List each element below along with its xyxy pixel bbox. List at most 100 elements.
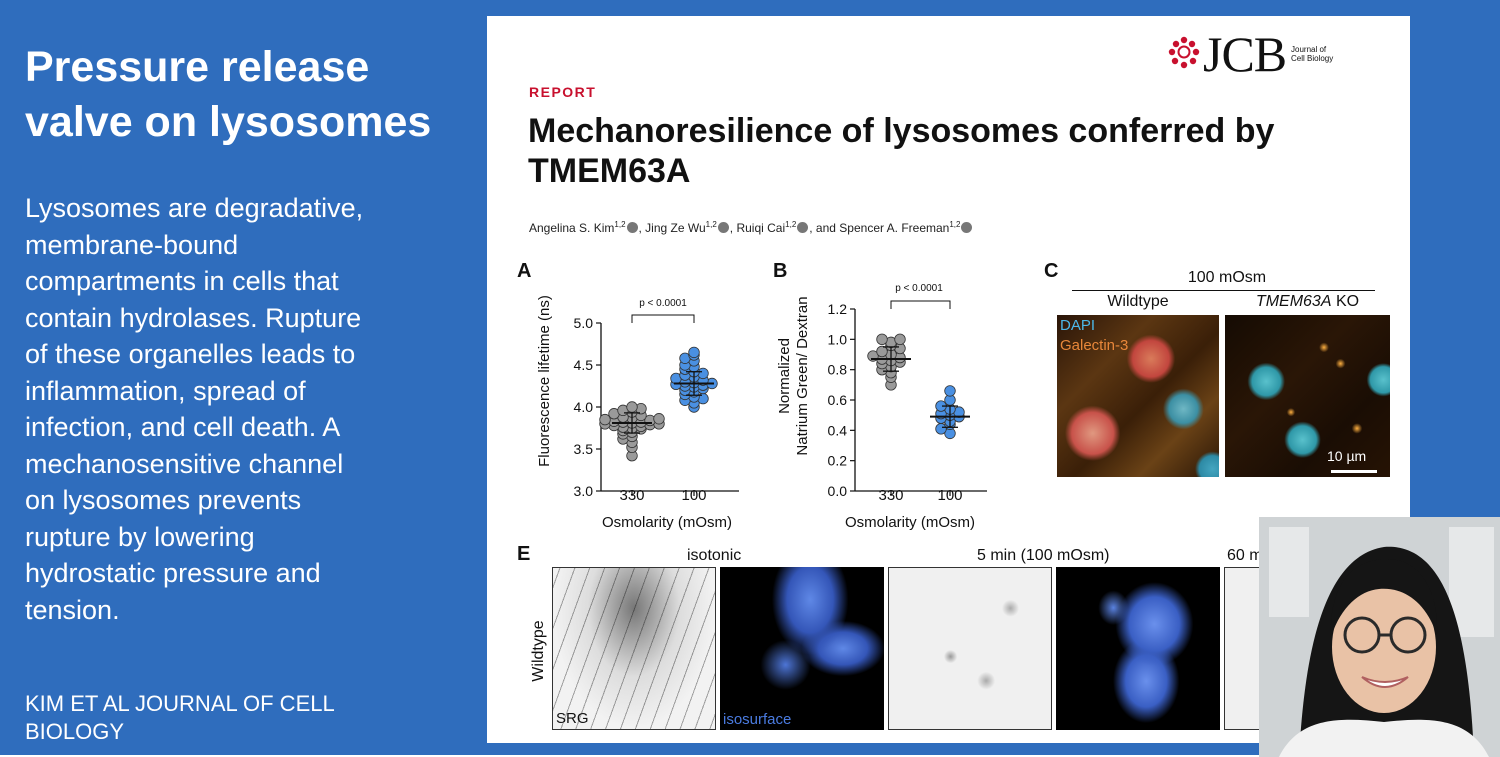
paper-page: JCB Journal of Cell Biology REPORT Mecha…: [487, 16, 1410, 743]
data-point: [626, 401, 638, 413]
condition-label: 60 m: [1227, 547, 1263, 564]
slide-body: Lysosomes are degradative, membrane-boun…: [25, 190, 445, 628]
legend-dapi: DAPI: [1060, 317, 1096, 334]
body-line: of these organelles leads to: [25, 339, 356, 369]
p-value-annotation: p < 0.0001: [639, 298, 687, 309]
author-affiliation: 1,2: [705, 220, 717, 229]
x-tick-label: 100: [681, 487, 706, 504]
webcam-video-feed: [1259, 517, 1500, 757]
body-line: rupture by lowering: [25, 521, 255, 552]
author-name: , Ruiqi Cai: [729, 221, 786, 235]
panel-c-column-wildtype: Wildtype: [1107, 293, 1169, 310]
author-name: , Jing Ze Wu: [638, 221, 706, 235]
y-tick-label: 5.0: [574, 315, 594, 331]
significance-bracket: [631, 314, 695, 323]
jcb-logo: JCB Journal of Cell Biology: [1167, 26, 1347, 82]
condition-label: 5 min (100 mOsm): [977, 547, 1110, 564]
micrograph-srg-5min: [888, 567, 1052, 730]
ko-suffix: KO: [1331, 293, 1360, 310]
y-axis-label: Natrium Green/ Dextran: [794, 296, 811, 455]
body-line: hydrostatic pressure and: [25, 558, 321, 588]
orcid-icon: [961, 222, 973, 233]
scalebar-label: 10 µm: [1327, 448, 1367, 464]
journal-subtitle-line: Journal of: [1291, 45, 1327, 54]
author-affiliation: 1,2: [949, 220, 961, 229]
slide-title-line: Pressure release: [25, 43, 370, 91]
data-point: [876, 345, 888, 358]
isosurface-isotonic: isosurface: [720, 567, 884, 730]
author-list: Angelina S. Kim1,2, Jing Ze Wu1,2, Ruiqi…: [529, 220, 973, 235]
x-tick-label: 330: [878, 487, 903, 504]
panel-letter-b: B: [773, 260, 788, 282]
isosurface-5min: [1056, 567, 1220, 730]
y-tick-label: 1.0: [828, 331, 848, 347]
panel-c-column-ko: TMEM63A KO: [1225, 293, 1390, 311]
chart-panel-b: Normalized Natrium Green/ Dextran 0.0 0.2…: [776, 283, 987, 531]
y-tick-label: 4.5: [574, 357, 594, 373]
y-tick-label: 0.4: [828, 422, 848, 438]
gene-name: TMEM63A: [1255, 293, 1332, 310]
y-tick-label: 0.2: [828, 453, 848, 469]
data-point: [688, 346, 700, 359]
citation-line: BIOLOGY: [25, 719, 125, 744]
body-line: tension.: [25, 594, 120, 625]
isosurface-label: isosurface: [723, 711, 792, 728]
data-point: [876, 333, 888, 346]
significance-bracket: [890, 300, 951, 309]
srg-label: SRG: [556, 710, 589, 727]
plot-area: 0.00.20.40.60.81.01.2: [828, 300, 987, 499]
y-tick-label: 0.0: [828, 483, 848, 499]
data-point: [599, 413, 611, 426]
author-affiliation: 1,2: [785, 220, 797, 229]
scalebar: [1331, 470, 1377, 473]
data-point: [944, 385, 956, 397]
article-type-label: REPORT: [529, 84, 597, 100]
author-name: Angelina S. Kim: [529, 221, 615, 235]
micrograph-srg-isotonic: SRG: [552, 567, 716, 730]
legend-galectin: Galectin-3: [1060, 337, 1129, 354]
y-tick-label: 3.0: [574, 483, 594, 499]
panel-letter-e: E: [517, 543, 531, 565]
body-line: mechanosensitive channel: [25, 448, 344, 479]
x-axis-label: Osmolarity (mOsm): [602, 514, 732, 531]
y-tick-label: 0.6: [828, 392, 848, 408]
paper-title-line: Mechanoresilience of lysosomes conferred…: [528, 112, 1275, 150]
slide-title: Pressure release valve on lysosomes: [25, 40, 465, 150]
body-line: on lysosomes prevents: [25, 485, 302, 515]
jcb-emblem-icon: [1168, 36, 1200, 69]
y-tick-label: 4.0: [574, 399, 594, 415]
data-point: [894, 333, 906, 346]
orcid-icon: [797, 222, 809, 233]
y-axis-label: Fluorescence lifetime (ns): [536, 295, 553, 467]
p-value-annotation: p < 0.0001: [895, 283, 943, 294]
slide-citation: KIM ET AL JOURNAL OF CELL BIOLOGY: [25, 690, 405, 746]
x-tick-label: 100: [937, 487, 962, 504]
orcid-icon: [717, 222, 729, 233]
body-line: membrane-bound: [25, 229, 239, 260]
paper-title: Mechanoresilience of lysosomes conferred…: [528, 111, 1288, 191]
slide-title-line: valve on lysosomes: [25, 98, 432, 146]
x-axis-label: Osmolarity (mOsm): [845, 514, 975, 531]
panel-c-header: 100 mOsm: [1187, 269, 1267, 286]
y-axis-label: Normalized: [776, 338, 793, 414]
row-label: Wildtype: [530, 620, 547, 682]
panel-c-header-rule: [1072, 290, 1375, 291]
x-tick-label: 330: [619, 487, 644, 504]
presenter-video-icon: [1259, 517, 1500, 757]
jcb-letters: JCB: [1203, 26, 1287, 82]
data-point: [653, 413, 665, 425]
plot-area: 3.03.54.04.55.0: [574, 314, 739, 499]
body-line: contain hydrolases. Rupture: [25, 302, 362, 333]
author-affiliation: 1,2: [614, 220, 626, 229]
body-line: Lysosomes are degradative,: [25, 193, 364, 223]
micrograph-wildtype: DAPI Galectin-3: [1057, 315, 1219, 477]
condition-label: isotonic: [687, 547, 742, 564]
citation-line: KIM ET AL JOURNAL OF CELL: [25, 691, 335, 716]
orcid-icon: [626, 222, 638, 233]
y-tick-label: 1.2: [828, 301, 848, 317]
paper-title-line: TMEM63A: [528, 152, 691, 190]
journal-subtitle: Journal of Cell Biology: [1291, 45, 1333, 63]
body-line: infection, and cell death. A: [25, 412, 341, 442]
panel-letter-a: A: [517, 260, 532, 282]
